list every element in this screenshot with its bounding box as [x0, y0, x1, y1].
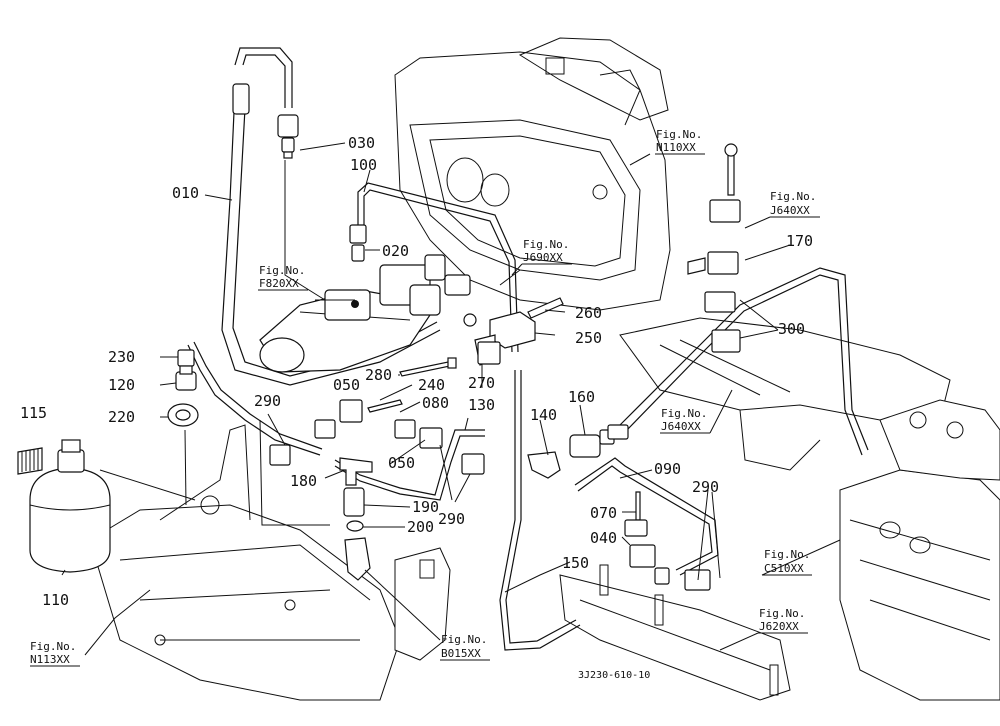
- fig-ref-j640-mid-line1: Fig.No.: [661, 407, 707, 420]
- leader-lines: [61, 142, 791, 656]
- part-label-220: 220: [108, 408, 135, 426]
- part-label-140: 140: [530, 406, 557, 424]
- drawing-code: 3J230-610-10: [578, 670, 650, 681]
- fig-ref-f820-line1: Fig.No.: [259, 264, 305, 277]
- part-label-090: 090: [654, 460, 681, 478]
- fig-ref-j620-line1: Fig.No.: [759, 607, 805, 620]
- hydraulic-pipes: [187, 47, 869, 651]
- part-label-200: 200: [407, 518, 434, 536]
- fig-ref-f820-code: F820XX: [259, 277, 299, 290]
- part-label-150: 150: [562, 554, 589, 572]
- part-label-050-upper: 050: [333, 376, 360, 394]
- fig-ref-b015-line1: Fig.No.: [441, 633, 487, 646]
- part-label-290-left: 290: [254, 392, 281, 410]
- part-label-290-middle: 290: [438, 510, 465, 528]
- fig-ref-n113-line1: Fig.No.: [30, 640, 76, 653]
- part-label-130: 130: [468, 396, 495, 414]
- ref-underlines: [30, 153, 841, 667]
- fig-ref-j640-mid-code: J640XX: [661, 420, 701, 433]
- part-label-270: 270: [468, 374, 495, 392]
- part-label-040: 040: [590, 529, 617, 547]
- components: [17, 114, 741, 591]
- part-label-100: 100: [350, 156, 377, 174]
- part-label-010: 010: [172, 184, 199, 202]
- accumulator: [29, 439, 111, 573]
- fig-ref-j690-code: J690XX: [523, 251, 563, 264]
- fig-ref-c510-code: C510XX: [764, 562, 804, 575]
- fig-ref-n110-code: N110XX: [656, 141, 696, 154]
- part-label-070: 070: [590, 504, 617, 522]
- fig-ref-j640-top-line1: Fig.No.: [770, 190, 816, 203]
- part-label-160: 160: [568, 388, 595, 406]
- part-label-240: 240: [418, 376, 445, 394]
- part-label-180: 180: [290, 472, 317, 490]
- part-label-170: 170: [786, 232, 813, 250]
- part-label-230: 230: [108, 348, 135, 366]
- figure-references: Fig.No. N110XX Fig.No. J640XX Fig.No. J6…: [30, 128, 816, 666]
- part-label-080: 080: [422, 394, 449, 412]
- fig-ref-j620-code: J620XX: [759, 620, 799, 633]
- fig-ref-n113-code: N113XX: [30, 653, 70, 666]
- part-label-290-right: 290: [692, 478, 719, 496]
- fig-ref-b015-code: B015XX: [441, 647, 481, 660]
- part-label-250: 250: [575, 329, 602, 347]
- fig-ref-j690-line1: Fig.No.: [523, 238, 569, 251]
- part-label-050-lower: 050: [388, 454, 415, 472]
- part-labels: 010 030 100 020 260 250 170 300 230 120 …: [20, 134, 813, 609]
- part-label-300: 300: [778, 320, 805, 338]
- fig-ref-j640-top-code: J640XX: [770, 204, 810, 217]
- part-label-190: 190: [412, 498, 439, 516]
- part-label-030: 030: [348, 134, 375, 152]
- tractor-frame-drawing: [89, 37, 1000, 701]
- part-label-110: 110: [42, 591, 69, 609]
- fig-ref-n110-line1: Fig.No.: [656, 128, 702, 141]
- part-label-280: 280: [365, 366, 392, 384]
- part-label-115: 115: [20, 404, 47, 422]
- part-label-260: 260: [575, 304, 602, 322]
- part-label-120: 120: [108, 376, 135, 394]
- fig-ref-c510-line1: Fig.No.: [764, 548, 810, 561]
- part-label-020: 020: [382, 242, 409, 260]
